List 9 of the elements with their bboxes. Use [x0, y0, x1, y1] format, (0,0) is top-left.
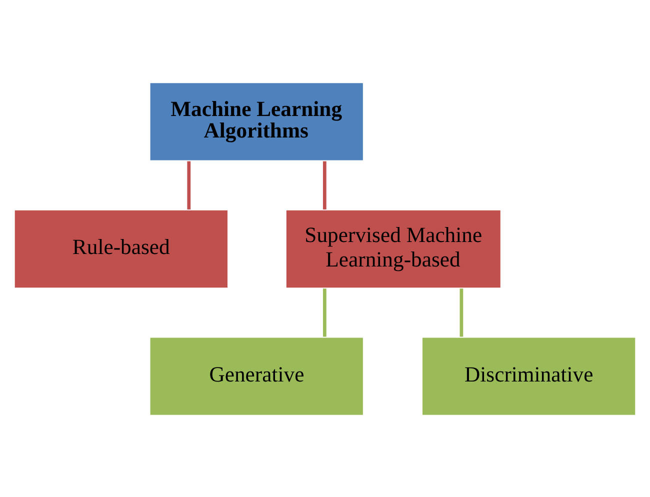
connector	[460, 288, 464, 336]
connector	[322, 288, 326, 336]
connector	[322, 160, 326, 209]
connector	[187, 160, 191, 209]
node-box: Discriminative	[421, 336, 636, 416]
node-box: Generative	[148, 336, 364, 416]
node-box: Supervised Machine Learning-based	[285, 208, 502, 288]
node-box: Rule-based	[14, 208, 229, 288]
node-box: Machine Learning Algorithms	[148, 81, 364, 162]
